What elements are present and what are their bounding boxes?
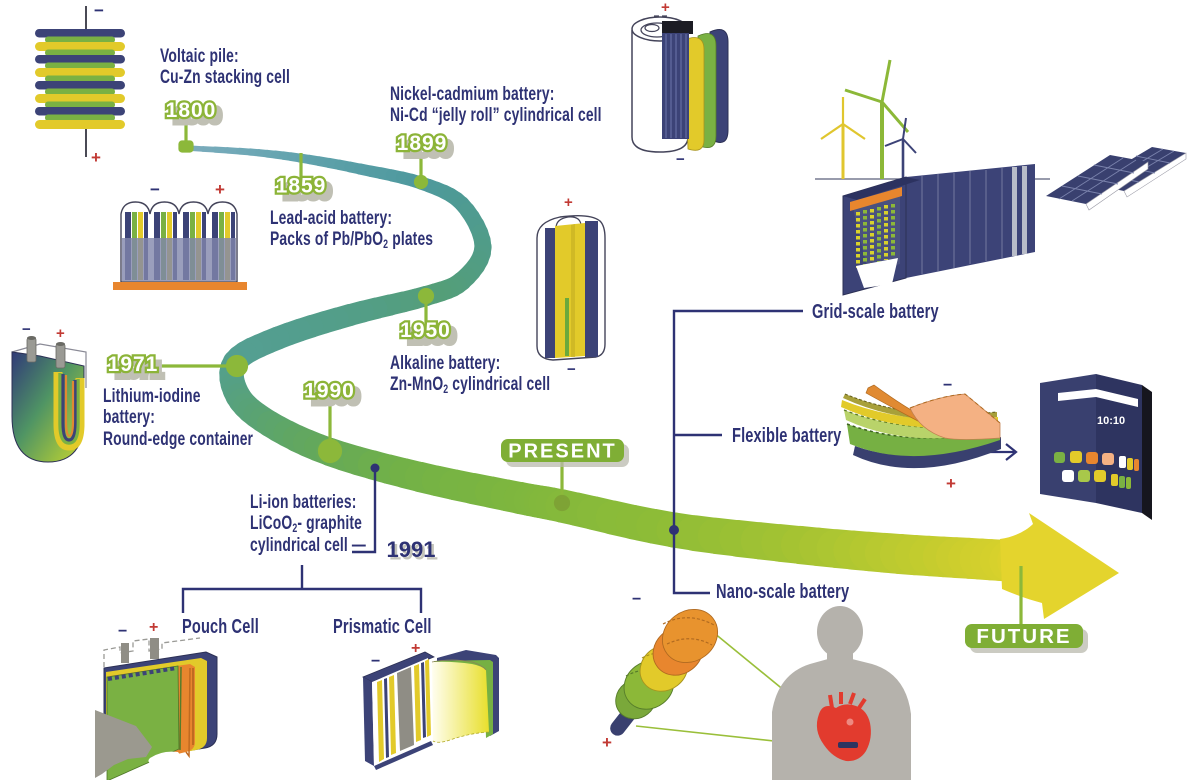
- svg-text:−: −: [371, 653, 380, 670]
- svg-text:PRESENT: PRESENT: [508, 441, 616, 463]
- svg-text:1950: 1950: [409, 325, 456, 348]
- svg-text:+: +: [56, 325, 65, 342]
- svg-text:+: +: [149, 619, 158, 636]
- svg-text:1859: 1859: [284, 181, 331, 204]
- svg-text:+: +: [411, 640, 420, 657]
- svg-text:10:10: 10:10: [1097, 415, 1125, 427]
- svg-text:1971: 1971: [116, 359, 163, 382]
- svg-text:−: −: [118, 623, 127, 640]
- svg-text:1991: 1991: [387, 537, 436, 562]
- svg-text:1899: 1899: [397, 132, 448, 155]
- svg-text:+: +: [91, 148, 101, 167]
- svg-text:1800: 1800: [166, 99, 217, 122]
- svg-text:1859: 1859: [276, 175, 327, 198]
- svg-text:FUTURE: FUTURE: [976, 625, 1071, 648]
- svg-text:1990: 1990: [313, 386, 360, 409]
- svg-text:−: −: [676, 151, 685, 168]
- svg-text:+: +: [602, 733, 612, 752]
- svg-text:+: +: [946, 474, 956, 493]
- svg-text:+: +: [564, 194, 573, 211]
- svg-text:−: −: [567, 361, 576, 378]
- svg-text:−: −: [632, 591, 641, 608]
- svg-text:−: −: [22, 321, 31, 338]
- svg-text:−: −: [150, 180, 160, 199]
- svg-text:−: −: [943, 377, 952, 394]
- svg-text:1950: 1950: [400, 319, 451, 342]
- svg-text:+: +: [661, 0, 670, 16]
- svg-text:−: −: [94, 1, 104, 20]
- svg-text:1990: 1990: [304, 380, 355, 403]
- svg-text:1899: 1899: [405, 138, 452, 161]
- svg-text:1991: 1991: [389, 540, 438, 565]
- svg-text:+: +: [215, 180, 225, 199]
- svg-text:1800: 1800: [174, 105, 221, 128]
- svg-text:1971: 1971: [108, 353, 159, 376]
